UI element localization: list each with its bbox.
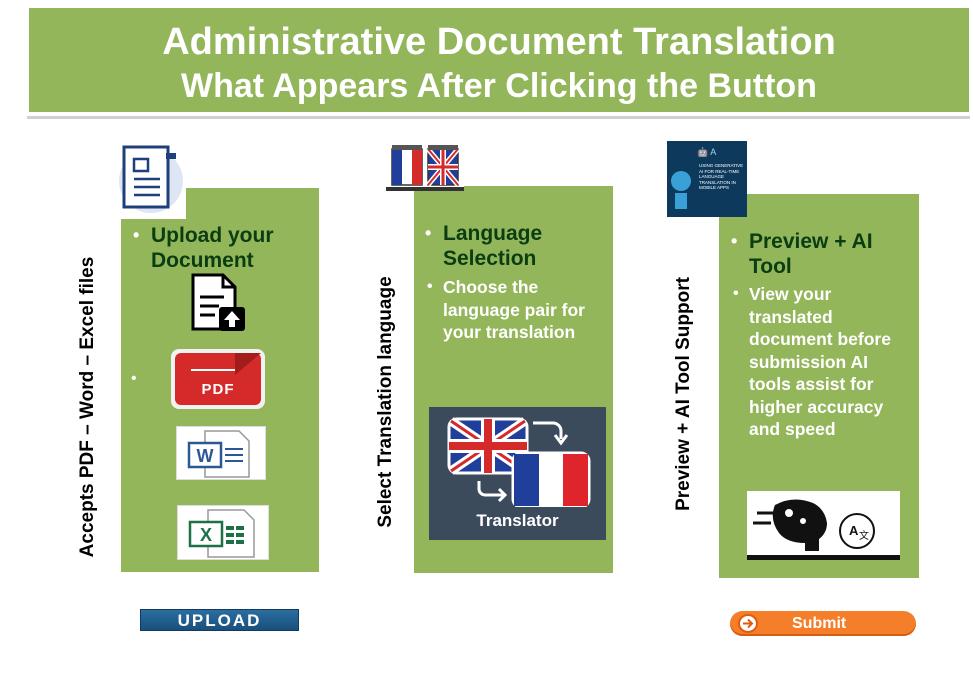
- column2-bullet: • Language Selection: [425, 222, 543, 270]
- ai-translation-thumbnail: 🤖 A USING GENERATIVE AI FOR REAL-TIME LA…: [667, 141, 747, 217]
- column3-side-label: Preview + AI Tool Support: [673, 277, 694, 511]
- word-icon: W: [176, 426, 266, 480]
- svg-text:🤖 A: 🤖 A: [697, 146, 716, 157]
- column1-side-label: Accepts PDF – Word – Excel files: [77, 256, 98, 558]
- book-flags-icon: [386, 141, 464, 191]
- submit-button[interactable]: Submit: [730, 611, 916, 636]
- arrow-right-icon: [738, 614, 758, 633]
- bullet-dot: •: [731, 231, 738, 251]
- title-banner: Administrative Document Translation What…: [29, 8, 969, 112]
- document-icon: [116, 141, 186, 219]
- small-bullet-dot: •: [131, 370, 137, 387]
- column3-sub-bullet: • View your translated document before s…: [733, 284, 891, 439]
- upload-file-icon: [189, 271, 249, 333]
- pdf-icon: PDF: [171, 349, 265, 409]
- bullet-dot: •: [425, 223, 432, 243]
- svg-text:文: 文: [859, 529, 869, 542]
- divider: [27, 116, 970, 119]
- svg-text:X: X: [200, 525, 212, 545]
- column2-sub-bullet: • Choose the language pair for your tran…: [427, 277, 585, 342]
- bullet-dot: •: [733, 285, 739, 302]
- svg-text:W: W: [197, 446, 214, 466]
- submit-label: Submit: [792, 615, 847, 632]
- column2-side-label: Select Translation language: [375, 276, 396, 528]
- bullet-dot: •: [133, 225, 140, 245]
- thumbnail-text: USING GENERATIVE AI FOR REAL-TIME LANGUA…: [699, 163, 744, 190]
- column1-bullet: • Upload your Document: [133, 224, 274, 272]
- ai-head-icon: A 文: [747, 491, 900, 560]
- excel-icon: X: [177, 505, 269, 560]
- translator-image: Translator: [429, 407, 606, 540]
- upload-button[interactable]: UPLOAD: [140, 609, 299, 631]
- page-subtitle: What Appears After Clicking the Button: [181, 67, 817, 105]
- page-title: Administrative Document Translation: [162, 21, 836, 63]
- bullet-dot: •: [427, 278, 433, 295]
- column3-bullet: • Preview + AI Tool: [731, 230, 873, 278]
- svg-text:A: A: [849, 523, 859, 538]
- translator-label: Translator: [476, 511, 559, 530]
- pdf-label: PDF: [201, 381, 235, 398]
